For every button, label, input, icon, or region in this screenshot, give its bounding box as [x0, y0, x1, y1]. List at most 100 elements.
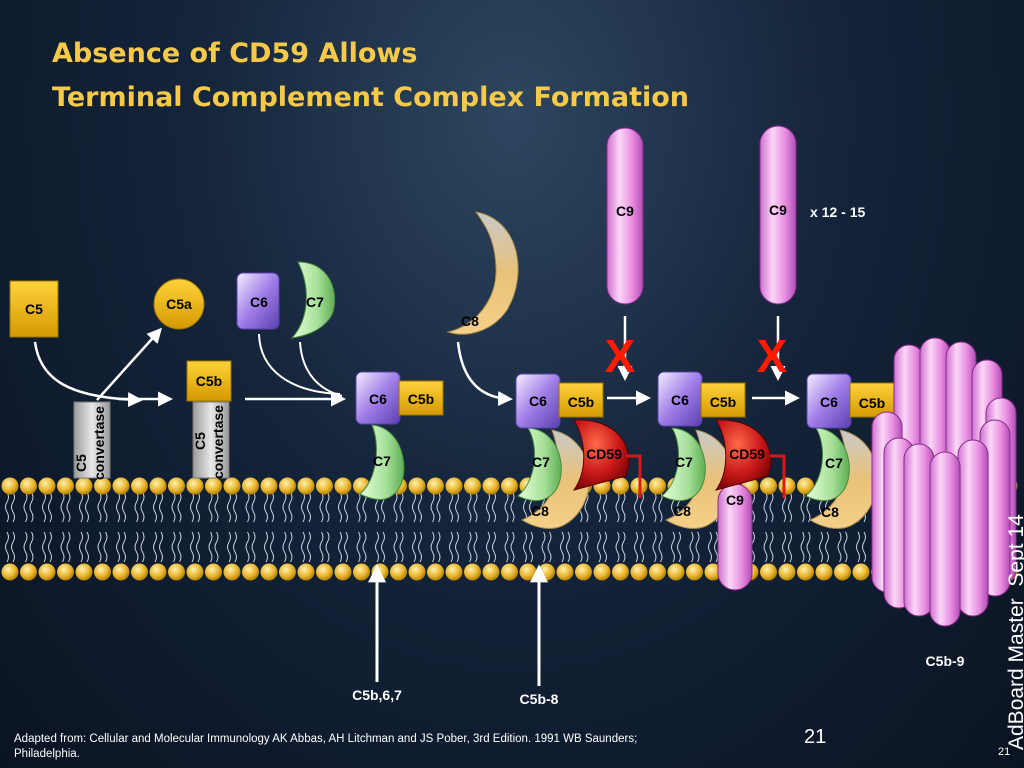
lipid-tail	[196, 531, 200, 563]
lipid-tail	[671, 531, 675, 563]
lipid-tail	[510, 531, 515, 563]
lipid-tail	[677, 531, 681, 563]
lipid-tail	[467, 531, 472, 563]
convertase-1-word-label: convertase	[91, 406, 107, 480]
lipid-head	[223, 563, 241, 581]
lipid-tail	[436, 531, 441, 563]
lipid-tail	[825, 531, 829, 563]
lipid-head	[1, 563, 19, 581]
lipid-tail	[79, 531, 83, 563]
lipid-tail	[196, 491, 200, 523]
lipid-tail	[393, 531, 398, 563]
lipid-head	[427, 563, 444, 581]
lipid-tail	[714, 531, 718, 563]
lipid-tail	[48, 531, 52, 563]
lipid-tail	[862, 531, 866, 563]
lipid-head	[353, 563, 370, 581]
lipid-tail	[177, 491, 182, 523]
lipid-tail	[140, 491, 145, 523]
lipid-head	[778, 563, 796, 581]
lipid-head	[427, 477, 444, 495]
lipid-tail	[547, 531, 552, 563]
lipid-tail	[430, 531, 435, 563]
lipid-tail	[634, 531, 638, 563]
lipid-tail	[116, 491, 120, 523]
lipid-tail	[856, 531, 860, 563]
lipid-tail	[615, 491, 620, 523]
lipid-head	[20, 563, 37, 581]
lipid-head	[649, 563, 666, 581]
lipid-tail	[60, 531, 65, 563]
lipid-head	[1, 477, 19, 495]
lipid-head	[445, 477, 463, 495]
lipid-tail	[467, 491, 472, 523]
lipid-tail	[763, 531, 768, 563]
title-line-2: Terminal Complement Complex Formation	[52, 82, 690, 113]
lipid-tail	[640, 531, 644, 563]
lipid-tail	[42, 531, 46, 563]
lipid-tail	[603, 531, 607, 563]
lipid-tail	[116, 531, 120, 563]
lipid-head	[279, 563, 296, 581]
free-c7: C7	[290, 261, 336, 339]
title-line-1: Absence of CD59 Allows	[52, 38, 418, 69]
lipid-tail	[782, 531, 786, 563]
lipid-head	[279, 477, 296, 495]
lipid-tail	[264, 531, 268, 563]
lipid-tail	[621, 531, 626, 563]
complex4-c6-label: C6	[820, 394, 838, 410]
lipid-head	[797, 563, 814, 581]
lipid-tail	[806, 531, 811, 563]
lipid-tail	[523, 531, 527, 563]
lipid-tail	[381, 531, 385, 563]
lipid-tail	[800, 531, 805, 563]
lipid-head	[316, 477, 333, 495]
lipid-head	[593, 563, 611, 581]
lipid-head	[556, 563, 574, 581]
lipid-tail	[288, 491, 293, 523]
complex3-c5b-label: C5b	[710, 394, 736, 410]
c5-convertase-2: C5 convertase	[192, 401, 230, 479]
lipid-head	[834, 563, 851, 581]
lipid-tail	[708, 531, 712, 563]
stage-c5b67-label: C5b,6,7	[352, 687, 402, 703]
lipid-tail	[301, 491, 305, 523]
lipid-tail	[597, 531, 601, 563]
lipid-tail	[621, 491, 626, 523]
lipid-tail	[393, 491, 398, 523]
arrow-c6-to-complex	[258, 333, 341, 395]
lipid-tail	[251, 531, 256, 563]
c5b-on-convertase: C5b	[186, 360, 232, 402]
lipid-tail	[190, 491, 194, 523]
lipid-tail	[418, 491, 422, 523]
lipid-tail	[344, 491, 348, 523]
lipid-tail	[652, 491, 657, 523]
convertase-2-word-label: convertase	[210, 405, 226, 479]
lipid-head	[260, 477, 278, 495]
lipid-tail	[301, 531, 305, 563]
lipid-tail	[245, 531, 250, 563]
lipid-tail	[658, 491, 663, 523]
lipid-tail	[233, 491, 237, 523]
lipid-head	[38, 477, 56, 495]
lipid-tail	[270, 491, 274, 523]
lipid-tail	[208, 531, 213, 563]
complex2-c7-label: C7	[532, 454, 550, 470]
lipid-tail	[455, 531, 459, 563]
lipid-tail	[159, 491, 163, 523]
complex3-c7-label: C7	[675, 454, 693, 470]
lipid-tail	[5, 491, 9, 523]
lipid-tail	[603, 491, 607, 523]
free-c7-label: C7	[306, 294, 324, 310]
lipid-tail	[492, 531, 496, 563]
lipid-head	[149, 563, 167, 581]
lipid-head	[501, 563, 518, 581]
arrow-c7-to-complex	[299, 341, 343, 397]
complex2-c5b-label: C5b	[568, 394, 594, 410]
lipid-head	[205, 477, 222, 495]
free-c9-1: C9	[606, 127, 644, 305]
complex4-c8-label: C8	[821, 504, 839, 520]
lipid-tail	[319, 491, 324, 523]
lipid-tail	[29, 491, 34, 523]
